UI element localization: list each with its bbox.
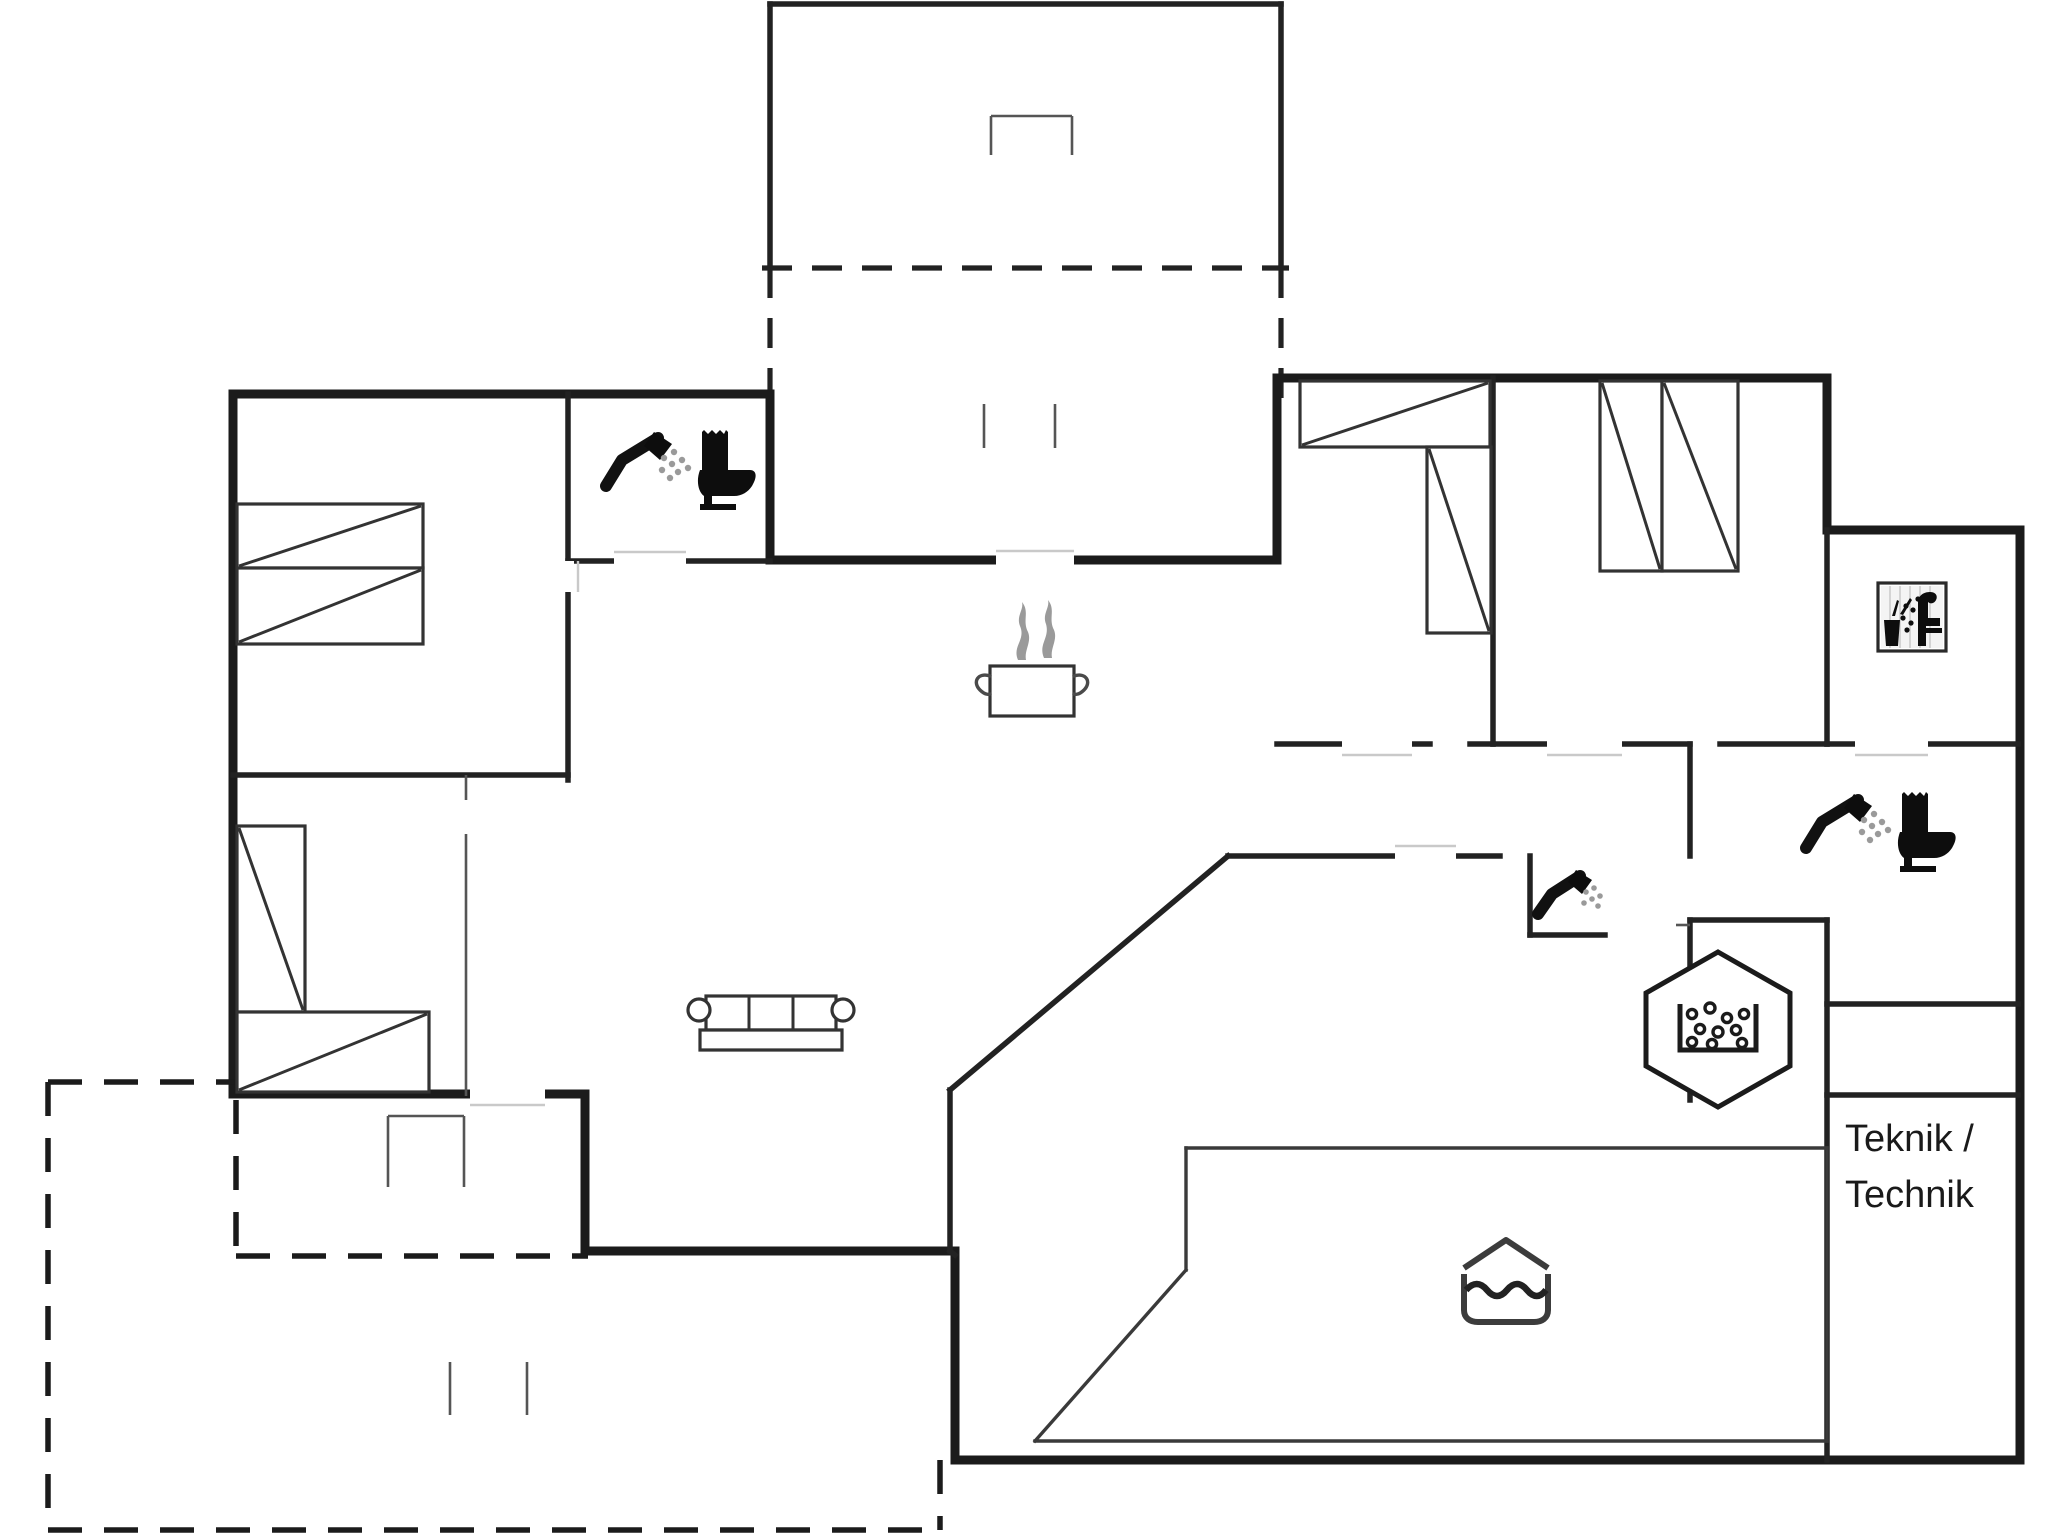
terrace-sw-steps [386, 1114, 466, 1187]
whirlpool-icon [1643, 949, 1793, 1110]
sauna-icon [1876, 581, 1948, 653]
bed-nw-lower [235, 566, 425, 646]
terrace-north [762, 1, 1289, 448]
bed-east-right [1660, 379, 1740, 573]
pool-hall [946, 852, 1829, 1444]
beds [235, 379, 1740, 1094]
bed-sw-horizontal [235, 1010, 431, 1094]
swimming-pool-icon [1461, 1237, 1551, 1325]
terrace-south-west [45, 1079, 943, 1533]
terrace-north-posts [982, 404, 1057, 448]
house-outline [228, 373, 2025, 1465]
west-wing-partitions [230, 391, 571, 1096]
bed-ne-vertical [1425, 445, 1493, 635]
pool-basin-chamfer [1032, 1267, 1189, 1444]
technical-room-label-line1: Teknik / [1845, 1118, 1974, 1160]
bed-nw-upper [235, 502, 425, 570]
technical-room-label-line2: Technik [1845, 1174, 1975, 1216]
shower-icon [1532, 870, 1603, 920]
shower-toilet-icon [1800, 792, 1956, 872]
pool-hall-chamfer-upper [946, 852, 1232, 1094]
technical-room-label: Teknik / Technik [1845, 1118, 1975, 1216]
terrace-sw-posts [448, 1362, 529, 1415]
pool-hall-left-join [946, 1247, 959, 1259]
shower-room-center [1527, 853, 1608, 938]
sofa-icon [686, 994, 856, 1052]
shower-toilet-icon [600, 430, 756, 510]
terrace-north-steps [989, 114, 1074, 155]
bed-sw-vertical [235, 824, 307, 1014]
north-east-partitions [1274, 375, 1830, 859]
bed-east-left [1598, 379, 1664, 573]
cooking-pot-icon [974, 600, 1090, 718]
doors [470, 549, 1928, 1107]
bed-ne-horizontal [1298, 379, 1492, 449]
